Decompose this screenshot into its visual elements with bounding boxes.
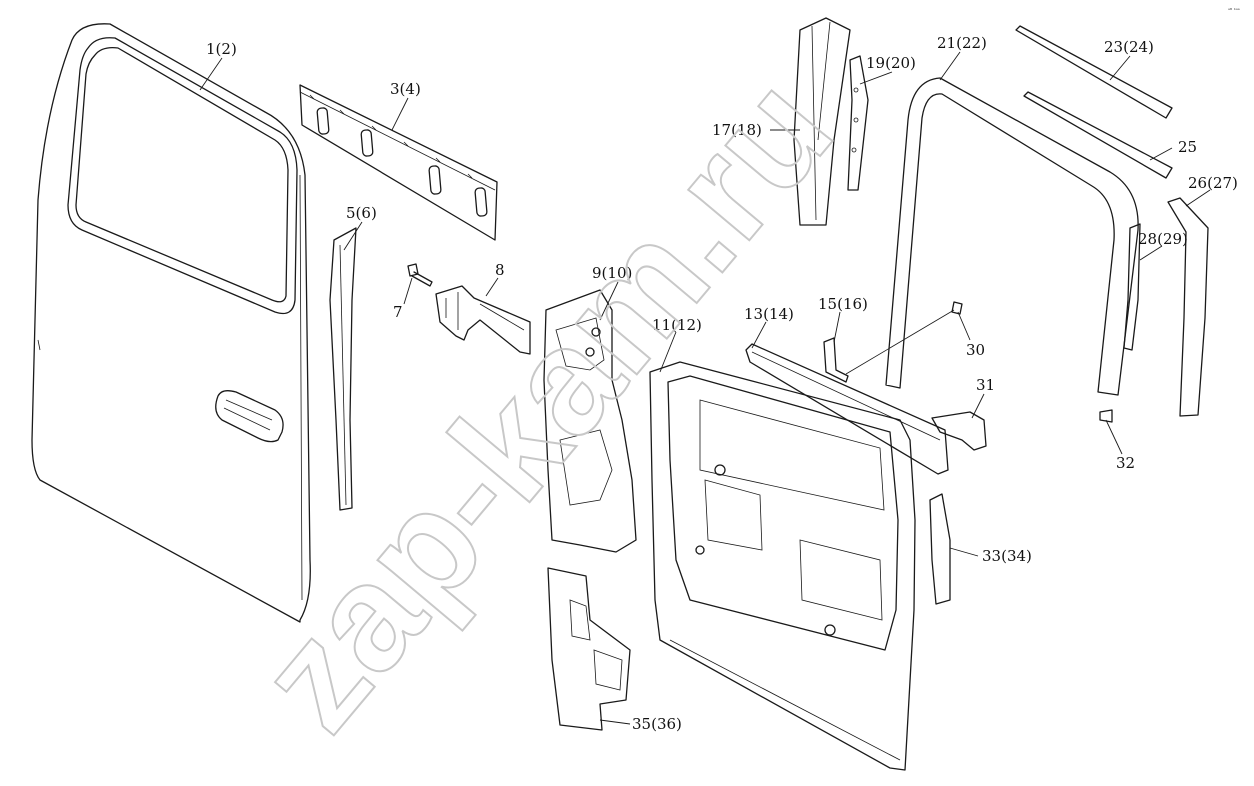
leader-lines [199, 51, 1211, 725]
label-1-2: 1(2) [206, 40, 237, 58]
label-21-22: 21(22) [937, 34, 987, 52]
bolt-7 [407, 263, 433, 287]
part-labels: 1(2) 3(4) 5(6) 7 8 9(10) 11(12) 13(14) 1… [206, 34, 1238, 733]
vertical-reinforcement [329, 227, 357, 511]
rear-glass-channel [1167, 197, 1209, 417]
door-frame-arch [885, 77, 1139, 396]
label-33-34: 33(34) [982, 547, 1032, 565]
hinge-pillar-panel [543, 289, 637, 553]
label-13-14: 13(14) [744, 305, 794, 323]
channel-bracket-28 [1123, 223, 1141, 351]
label-3-4: 3(4) [390, 80, 421, 98]
label-19-20: 19(20) [866, 54, 916, 72]
label-30: 30 [966, 341, 985, 359]
label-25: 25 [1178, 138, 1197, 156]
label-31: 31 [976, 376, 995, 394]
channel-bracket-19 [847, 55, 869, 191]
clip-32 [1099, 409, 1113, 423]
label-17-18: 17(18) [712, 121, 762, 139]
label-35-36: 35(36) [632, 715, 682, 733]
roof-strip-23 [1015, 25, 1173, 119]
label-23-24: 23(24) [1104, 38, 1154, 56]
bolt-30 [845, 301, 963, 375]
hinge-8 [435, 285, 531, 355]
roof-strip-25 [1023, 91, 1173, 179]
label-28-29: 28(29) [1138, 230, 1188, 248]
door-outer-panel [31, 23, 311, 623]
label-8: 8 [495, 261, 505, 279]
label-7: 7 [393, 303, 403, 321]
hinge-31 [931, 411, 987, 451]
label-26-27: 26(27) [1188, 174, 1238, 192]
door-inner-panel [649, 361, 916, 771]
belt-reinforcement-plate [299, 84, 498, 241]
upper-rail [745, 343, 949, 475]
corner-mark: ᵃᴮ ᵇᵃᵃ [1228, 8, 1240, 14]
label-32: 32 [1116, 454, 1135, 472]
lower-hinge-reinforcement [547, 567, 631, 731]
label-9-10: 9(10) [592, 264, 632, 282]
watermark: zap-kam.ru [226, 46, 864, 761]
label-5-6: 5(6) [346, 204, 377, 222]
rear-lower-reinforcement [929, 493, 951, 605]
bracket-15 [823, 337, 849, 383]
label-11-12: 11(12) [652, 316, 702, 334]
front-glass-channel [793, 17, 851, 226]
label-15-16: 15(16) [818, 295, 868, 313]
